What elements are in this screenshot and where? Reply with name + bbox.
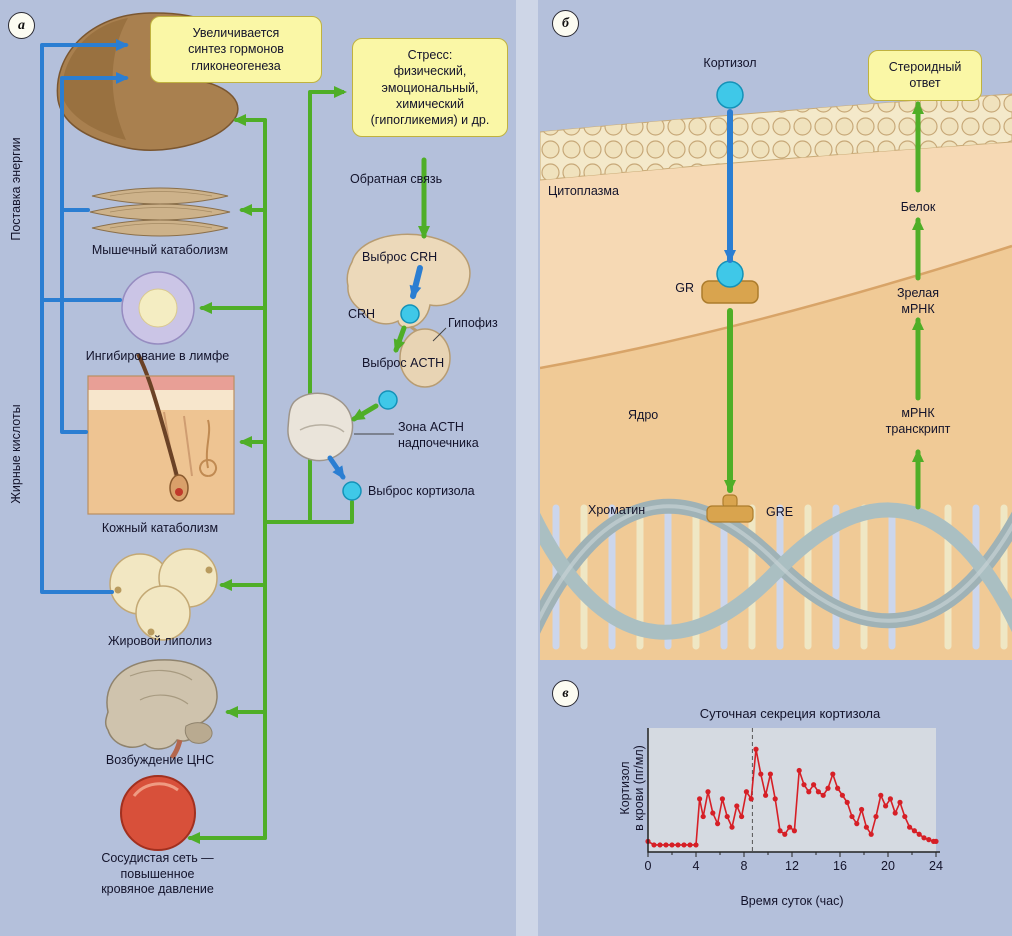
cortisol-molecule — [716, 81, 744, 109]
brain-illustration — [104, 659, 218, 760]
dna-helix-illustration — [540, 498, 1012, 650]
stress-box: Стресс: физический, эмоциональный, химич… — [352, 38, 508, 138]
cytoplasm-label: Цитоплазма — [548, 184, 619, 198]
panel-c-badge: в — [552, 680, 579, 707]
hpa-axis-arrows — [327, 157, 430, 480]
cortisol-label: Кортизол — [703, 56, 757, 70]
cortisol-feedback-line — [308, 86, 347, 521]
gre-element — [706, 494, 754, 523]
panel-b-badge: б — [552, 10, 579, 37]
substrate-flow-arrows — [40, 39, 129, 594]
cortisol-release-label: Выброс кортизола — [368, 484, 475, 498]
cortisol-action-arrows — [187, 114, 354, 844]
hormone-molecules — [342, 304, 420, 501]
muscle-label: Мышечный катаболизм — [91, 243, 229, 257]
panel-a-diagram — [40, 12, 471, 851]
svg-text:12: 12 — [785, 859, 799, 873]
chart-xlabel: Время суток (час) — [740, 894, 844, 908]
svg-text:8: 8 — [741, 859, 748, 873]
muscle-illustration — [89, 187, 231, 237]
signal-arrows — [724, 101, 924, 510]
feedback-label: Обратная связь — [350, 172, 443, 186]
vessel-label: Сосудистая сеть — повышенное кровяное да… — [101, 851, 214, 897]
cns-label: Возбуждение ЦНС — [105, 753, 215, 767]
lymphocyte-illustration — [121, 271, 195, 345]
svg-text:16: 16 — [833, 859, 847, 873]
energy-supply-label: Поставка энергии — [9, 137, 23, 241]
blood-vessel-illustration — [120, 775, 196, 851]
crh-release-label: Выброс CRH — [362, 250, 438, 264]
fat-label: Жировой липолиз — [107, 634, 213, 648]
crh-label: CRH — [348, 307, 376, 321]
acth-release-label: Выброс ACTH — [362, 356, 445, 370]
svg-text:20: 20 — [881, 859, 895, 873]
cell-diagram — [540, 81, 1012, 660]
cell-membrane — [540, 93, 1012, 181]
steroid-response-box: Стероидный ответ — [868, 50, 982, 101]
lymph-label: Ингибирование в лимфе — [85, 349, 230, 363]
mature-mrna-label: Зрелая мРНК — [896, 286, 940, 316]
cortisol-secretion-chart: 0 4 8 12 16 20 24 — [645, 728, 943, 873]
panel-c: 0 4 8 12 16 20 24 в Суточная секреция кортизол… — [540, 660, 1012, 936]
hypothalamus-pituitary-illustration — [346, 233, 471, 388]
chromatin-label: Хроматин — [588, 503, 646, 517]
skin-label: Кожный катаболизм — [101, 521, 219, 535]
nuclear-envelope — [540, 244, 1012, 370]
protein-label: Белок — [900, 200, 936, 214]
svg-text:0: 0 — [645, 859, 652, 873]
leader-lines — [354, 327, 447, 435]
gre-label: GRE — [766, 505, 794, 519]
panel-a: а Увеличивается синтез гормонов гликонео… — [8, 12, 508, 897]
nucleus-label: Ядро — [628, 408, 659, 422]
adrenal-zone-label: Зона ACTH надпочечника — [398, 420, 479, 450]
liver-effect-box: Увеличивается синтез гормонов гликонеоге… — [150, 16, 322, 83]
gr-receptor — [701, 260, 759, 304]
panel-a-badge: а — [8, 12, 35, 39]
adrenal-gland-illustration — [287, 392, 354, 462]
fat-cells-illustration — [109, 548, 218, 641]
skin-illustration — [87, 353, 235, 515]
fatty-acids-label: Жирные кислоты — [9, 404, 23, 504]
panel-b: б Кортизол Стероидный ответ Цитоплазма G… — [540, 0, 1012, 660]
gr-label: GR — [675, 281, 694, 295]
pituitary-label: Гипофиз — [448, 316, 498, 330]
svg-text:4: 4 — [693, 859, 700, 873]
chart-title: Суточная секреция кортизола — [699, 706, 881, 721]
chart-ylabel: Кортизол в крови (пг/мл) — [618, 745, 646, 831]
mrna-transcript-label: мРНК транскрипт — [885, 406, 951, 436]
svg-text:24: 24 — [929, 859, 943, 873]
column-gap — [516, 0, 538, 936]
